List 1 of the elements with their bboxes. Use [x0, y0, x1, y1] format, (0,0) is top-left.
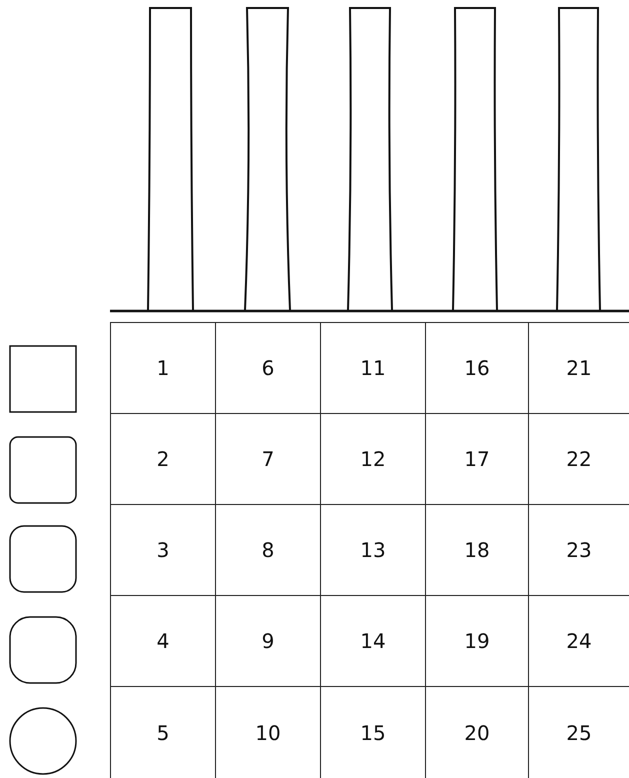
grid-cell: 1 [110, 322, 216, 414]
